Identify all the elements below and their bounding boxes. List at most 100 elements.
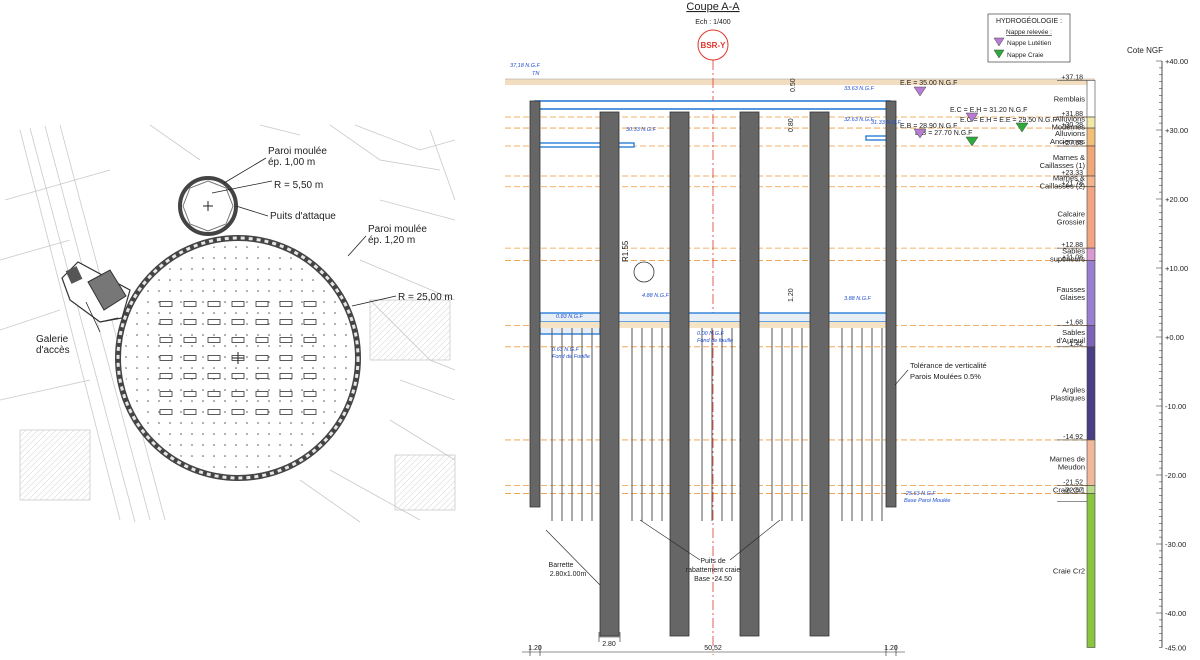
barrette-plan — [159, 301, 173, 307]
stratum-top-label: +27.68 — [1061, 140, 1083, 147]
tolerance-leader — [894, 369, 909, 386]
stratum-bar — [1086, 260, 1096, 326]
barrette-plan — [183, 391, 197, 397]
barrette-plan — [303, 391, 317, 397]
stratum-name: Marnes de — [1050, 455, 1085, 464]
stratum-top-label: +37.18 — [1061, 74, 1083, 81]
stratum-bar — [1086, 485, 1096, 494]
stratum-bar — [1086, 175, 1096, 188]
stratum-name: Glaises — [1060, 293, 1085, 302]
well-note-1: Puits de — [700, 558, 725, 565]
water-level-ec-eh: E.C = E.H = 31.20 N.G.F — [950, 107, 1027, 114]
plan-building-block — [369, 299, 451, 361]
dim-barrette: 2.80 — [602, 641, 616, 648]
barrette-plan — [231, 391, 245, 397]
barrette-plan — [303, 373, 317, 379]
right-diaphragm-wall — [885, 100, 897, 508]
level-tn-label: TN — [532, 71, 539, 77]
level-3033: 30.33 N.G.F — [626, 127, 657, 133]
top-slab — [534, 100, 891, 110]
stratum-top-label: +1.68 — [1065, 319, 1083, 326]
stratum-bar — [1086, 145, 1096, 177]
axis-title: Cote NGF — [1127, 46, 1163, 55]
dim-050: 0.50 — [790, 78, 797, 92]
stratum-name: supérieurs — [1050, 254, 1085, 263]
barrette-plan — [207, 373, 221, 379]
stratum-top-label: +30.28 — [1061, 122, 1083, 129]
barrette-plan — [303, 301, 317, 307]
barrette-plan — [231, 373, 245, 379]
plan-label-radius-small: R = 5,50 m — [274, 180, 323, 191]
access-gallery — [61, 261, 131, 323]
level-3263: 32.63 N.G.F — [844, 117, 875, 123]
big-shaft-wall-joints — [116, 236, 360, 480]
axis-tick-label: -40.00 — [1165, 609, 1186, 618]
barrette-plan — [207, 319, 221, 325]
barrette-plan — [255, 301, 269, 307]
plan-view: Paroi moulée ép. 1,00 m R = 5,50 m Puits… — [0, 122, 460, 523]
fond-fouille-left-label: Fond de Fouille — [552, 354, 590, 360]
level-083: 0.83 N.G.F — [556, 314, 584, 320]
barrette-plan — [303, 319, 317, 325]
stratum-top-label: +11.08 — [1062, 255, 1083, 262]
stratum-name: Caillasses (2) — [1040, 181, 1086, 190]
attack-shaft-center — [203, 201, 213, 211]
stratum-name: Craie Cr1 — [1053, 485, 1085, 494]
dim-080: 0.80 — [788, 118, 795, 132]
level-3133: 31.33 N.G.F — [871, 120, 902, 126]
barrette-plan — [207, 391, 221, 397]
plan-building-block — [19, 429, 91, 501]
well-note-3: Base -24.50 — [694, 576, 732, 583]
stratum-name: Sables — [1062, 328, 1085, 337]
barrette-note-1: Barrette — [549, 562, 574, 569]
axis-tick-label: +10.00 — [1165, 264, 1188, 273]
axis-tick-label: -30.00 — [1165, 540, 1186, 549]
ground-surface — [505, 79, 1095, 85]
stratum-name: Meudon — [1058, 463, 1085, 472]
well-note-2: rabattement craie — [686, 567, 741, 574]
bottom-slab-fill — [540, 322, 888, 328]
stratum-bar — [1086, 439, 1096, 486]
axis-tick-label: -45.00 — [1165, 644, 1186, 653]
barrette-plan — [159, 355, 173, 361]
plan-label-paroi-small-1: Paroi moulée — [268, 146, 327, 157]
stratum-top-label: +12.88 — [1061, 242, 1083, 249]
dim-left-wall: 1.20 — [528, 645, 542, 652]
stratum-name: Caillasses (1) — [1040, 161, 1086, 170]
stratum-name: Grossier — [1057, 217, 1086, 226]
stratum-top-label: +21.78 — [1061, 181, 1083, 188]
barrette-plan — [255, 355, 269, 361]
stratum-top-label: +31.88 — [1061, 111, 1083, 118]
stratum-bar — [1086, 346, 1096, 441]
craie-marker-icon — [993, 49, 1005, 59]
barrette-plan — [303, 337, 317, 343]
barrette-note-2: 2.80x1.00m — [550, 571, 587, 578]
barrette-plan — [279, 301, 293, 307]
axis-tick-label: -20.00 — [1165, 471, 1186, 480]
barrette-plan — [159, 391, 173, 397]
barrette-column — [739, 111, 760, 637]
relief-wells — [551, 328, 883, 521]
barrette-plan — [279, 355, 293, 361]
fond-fouille-left-level: 0.63 N.G.F — [552, 347, 580, 353]
barrette-column — [599, 111, 620, 637]
dim-right-wall: 1.20 — [884, 645, 898, 652]
barrette-plan — [255, 337, 269, 343]
tolerance-note-1: Tolérance de verticalité — [910, 361, 987, 370]
barrette-plan — [279, 319, 293, 325]
hydro-subtitle: Nappe relevée : — [1006, 29, 1052, 36]
stratum-name: Remblais — [1054, 95, 1086, 104]
barrette-plan — [207, 301, 221, 307]
plan-label-radius-big: R = 25,00 m — [398, 292, 453, 303]
base-paroi-level: -25.63 N.G.F — [904, 491, 936, 497]
opening-circle — [633, 261, 655, 283]
plan-building-block — [394, 454, 456, 511]
bsr-badge-text: BSR-Y — [701, 41, 727, 50]
barrette-plan — [183, 337, 197, 343]
barrette-plan — [279, 337, 293, 343]
barrette-plan — [207, 355, 221, 361]
hydro-legend: HYDROGÉOLOGIE : Nappe relevée : Nappe Lu… — [987, 13, 1071, 63]
level-tn: 37,18 N.G.F — [510, 63, 541, 69]
hydro-title: HYDROGÉOLOGIE : — [996, 16, 1062, 25]
